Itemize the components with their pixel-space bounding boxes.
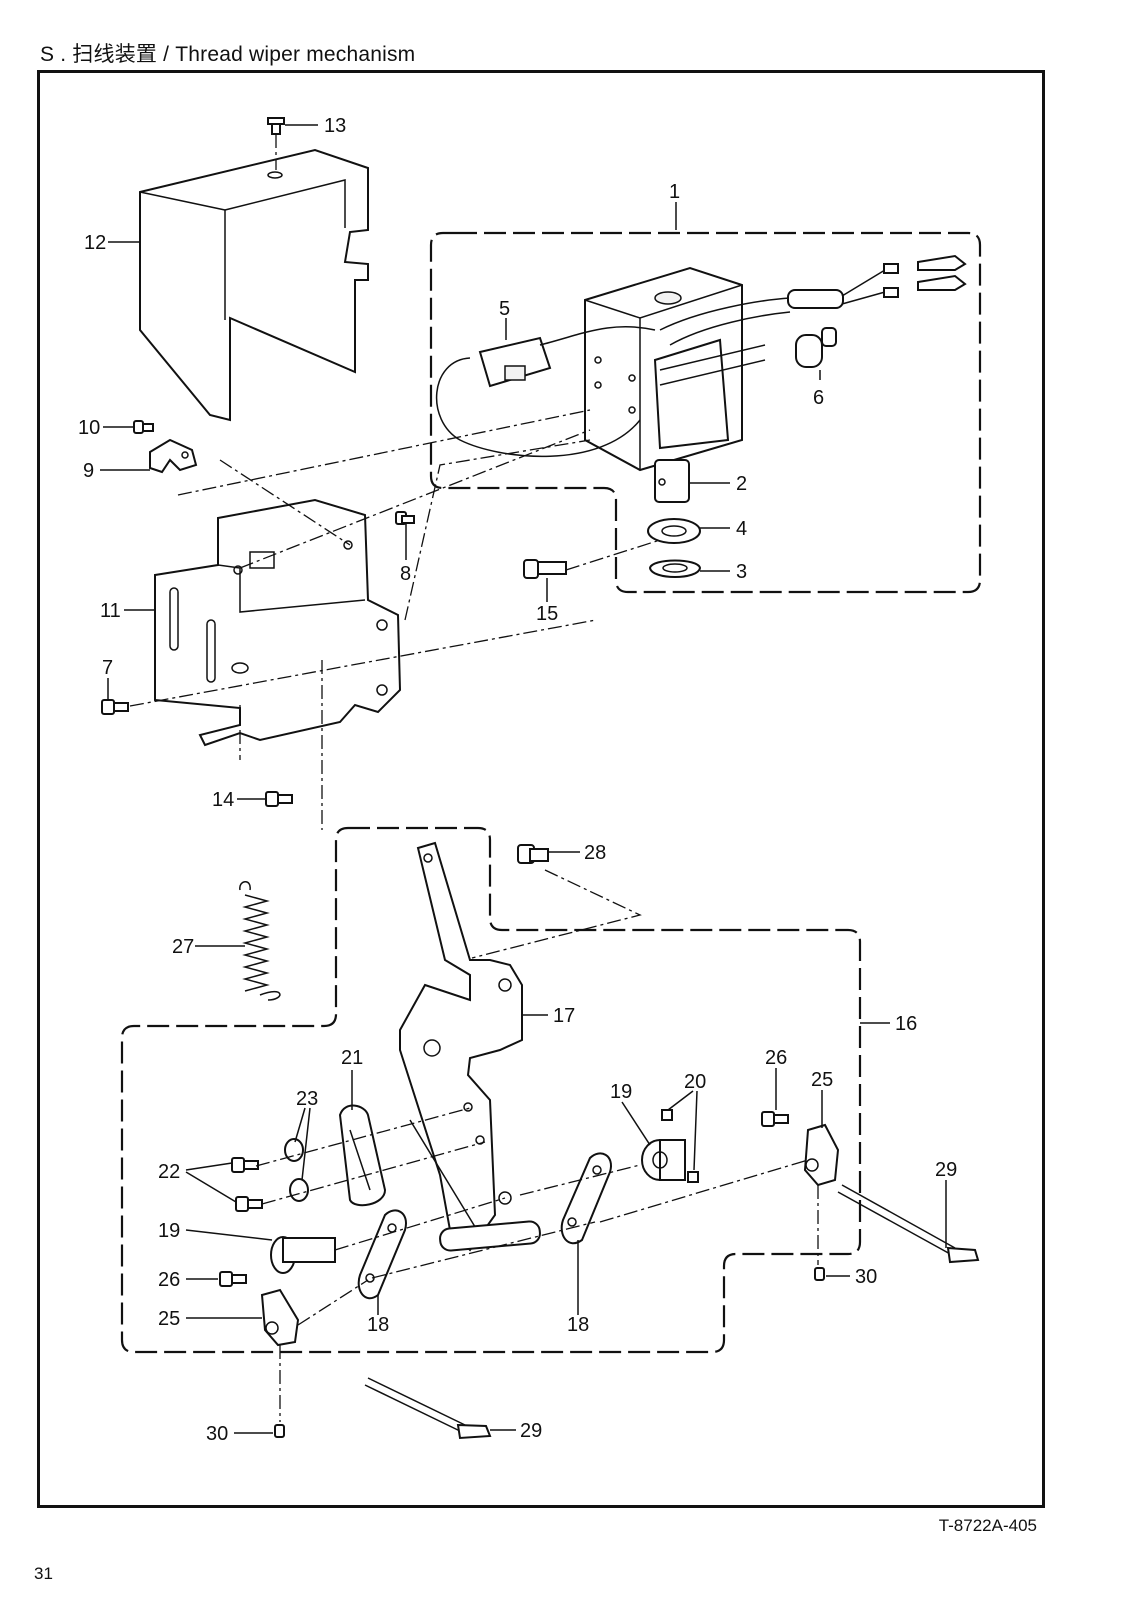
callout-2: 2 (736, 473, 747, 495)
screw-part-26 (219, 1111, 789, 1287)
page-number: 31 (34, 1564, 53, 1583)
callout-18-right: 18 (567, 1314, 589, 1336)
callout-29-left: 29 (520, 1420, 542, 1442)
set-screw-part-21 (661, 1109, 699, 1183)
callout-20: 19 (610, 1081, 632, 1103)
wiper-part-29-left (364, 1377, 492, 1440)
callout-28: 28 (584, 842, 606, 864)
callout-5: 5 (499, 298, 510, 320)
cap-part-6 (795, 327, 837, 368)
assembly-group-1-outline (429, 231, 982, 594)
assembly-lines (129, 409, 819, 1422)
micro-switch-part-5 (435, 326, 656, 458)
wiper-part-29-right (837, 1184, 980, 1264)
callout-23: 22 (158, 1161, 180, 1183)
screw-part-10 (133, 420, 154, 434)
callout-10: 10 (78, 417, 100, 439)
callout-27: 27 (172, 936, 194, 958)
page-title: S . 扫线装置 / Thread wiper mechanism (40, 43, 416, 66)
callout-25-left: 25 (158, 1308, 180, 1330)
e-ring-part-3 (648, 559, 702, 578)
screw-part-15 (523, 559, 567, 579)
callout-30-left: 30 (206, 1423, 228, 1445)
solenoid-part-1 (584, 254, 967, 472)
callout-7: 7 (102, 657, 113, 679)
callout-16: 16 (895, 1013, 917, 1035)
diagram-frame (37, 70, 1045, 1508)
callout-13: 13 (324, 115, 346, 137)
link-part-18a (357, 1209, 407, 1300)
callout-3: 3 (736, 561, 747, 583)
screw-part-7 (101, 699, 129, 715)
screw-part-8 (395, 511, 415, 525)
callout-19: 19 (158, 1220, 180, 1242)
lever-part-17 (399, 841, 523, 1252)
clamp-part-9 (149, 438, 198, 474)
callout-4: 4 (736, 518, 747, 540)
callout-6: 6 (813, 387, 824, 409)
drawing-code: T-8722A-405 (938, 1516, 1037, 1535)
callout-24: 23 (296, 1088, 318, 1110)
screw-part-23 (231, 1157, 263, 1212)
callout-29-right: 29 (935, 1159, 957, 1181)
link-part-18b (560, 1152, 612, 1245)
screw-part-28 (517, 844, 549, 864)
callout-21: 20 (684, 1071, 706, 1093)
screw-part-13 (267, 117, 285, 170)
spring-part-27 (239, 881, 281, 1001)
callout-9: 9 (83, 460, 94, 482)
set-screw-part-30 (274, 1267, 825, 1438)
plunger-part-2 (654, 459, 690, 503)
callout-25-right: 25 (811, 1069, 833, 1091)
bracket-part-11 (154, 498, 402, 747)
collar-part-20 (641, 1139, 686, 1181)
callout-11: 11 (100, 600, 121, 622)
callout-14: 14 (212, 789, 234, 811)
link-part-22 (338, 1104, 387, 1207)
callout-26-right: 26 (765, 1047, 787, 1069)
leader-lines (100, 124, 947, 1434)
shaft-part-19 (270, 1236, 336, 1274)
callout-26-left: 26 (158, 1269, 180, 1291)
arm-part-25-left (260, 1288, 300, 1347)
connecting-shaft (439, 1220, 541, 1252)
callout-1: 1 (669, 181, 680, 203)
callout-18-left: 18 (367, 1314, 389, 1336)
callout-15: 15 (536, 603, 558, 625)
arm-part-25-right (803, 1123, 840, 1187)
part-callouts: 13 1 12 5 6 10 9 2 4 3 8 11 15 7 14 28 2… (78, 115, 957, 1445)
screw-part-14 (265, 791, 293, 807)
callout-30-right: 30 (855, 1266, 877, 1288)
washer-part-4 (647, 518, 701, 544)
callout-8: 8 (400, 563, 411, 585)
callout-22: 21 (341, 1047, 363, 1069)
assembly-group-16-outline (120, 826, 862, 1354)
callout-12: 12 (84, 232, 106, 254)
callout-17: 17 (553, 1005, 575, 1027)
cover-part-12 (139, 148, 369, 422)
